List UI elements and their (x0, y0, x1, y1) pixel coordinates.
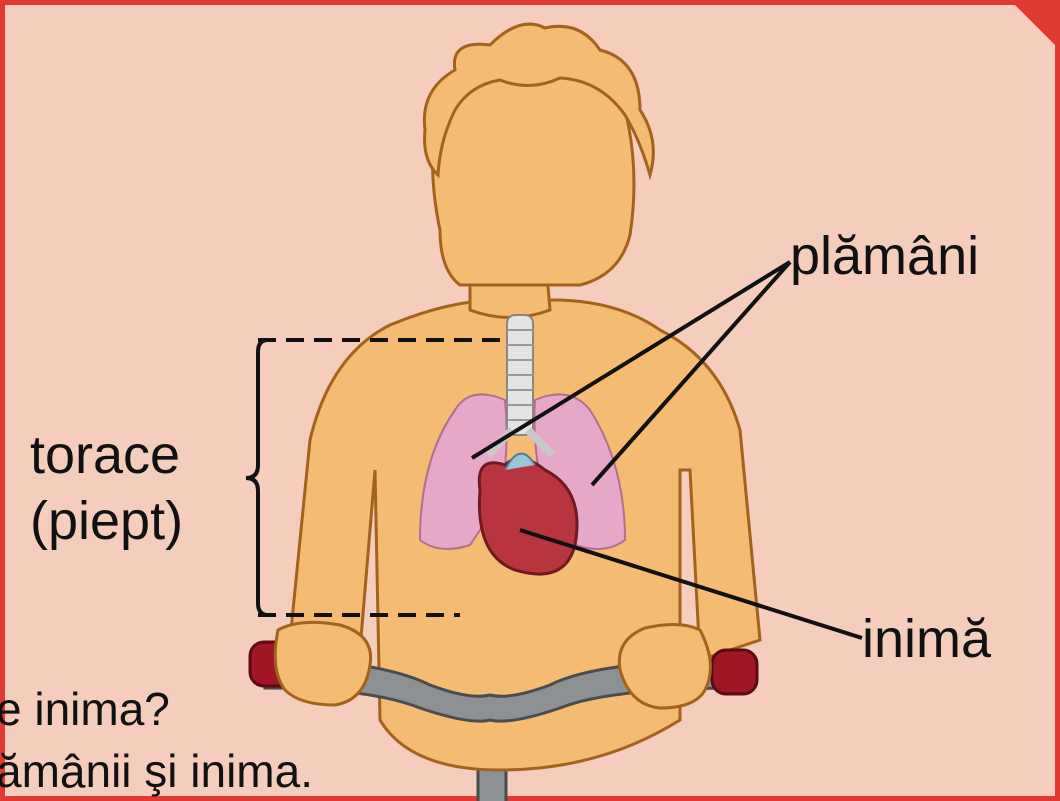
corner-tab (1010, 0, 1060, 50)
label-thorax-line1: torace (30, 422, 183, 488)
label-thorax: torace (piept) (30, 422, 183, 554)
right-hand (619, 624, 710, 708)
label-lungs: plămâni (790, 225, 979, 287)
label-heart: inimă (862, 608, 991, 670)
question-text-line1: e inima? (0, 682, 170, 736)
question-text-line2: ămânii şi inima. (0, 744, 313, 798)
left-hand (275, 622, 370, 705)
label-thorax-line2: (piept) (30, 488, 183, 554)
right-grip (712, 650, 757, 694)
